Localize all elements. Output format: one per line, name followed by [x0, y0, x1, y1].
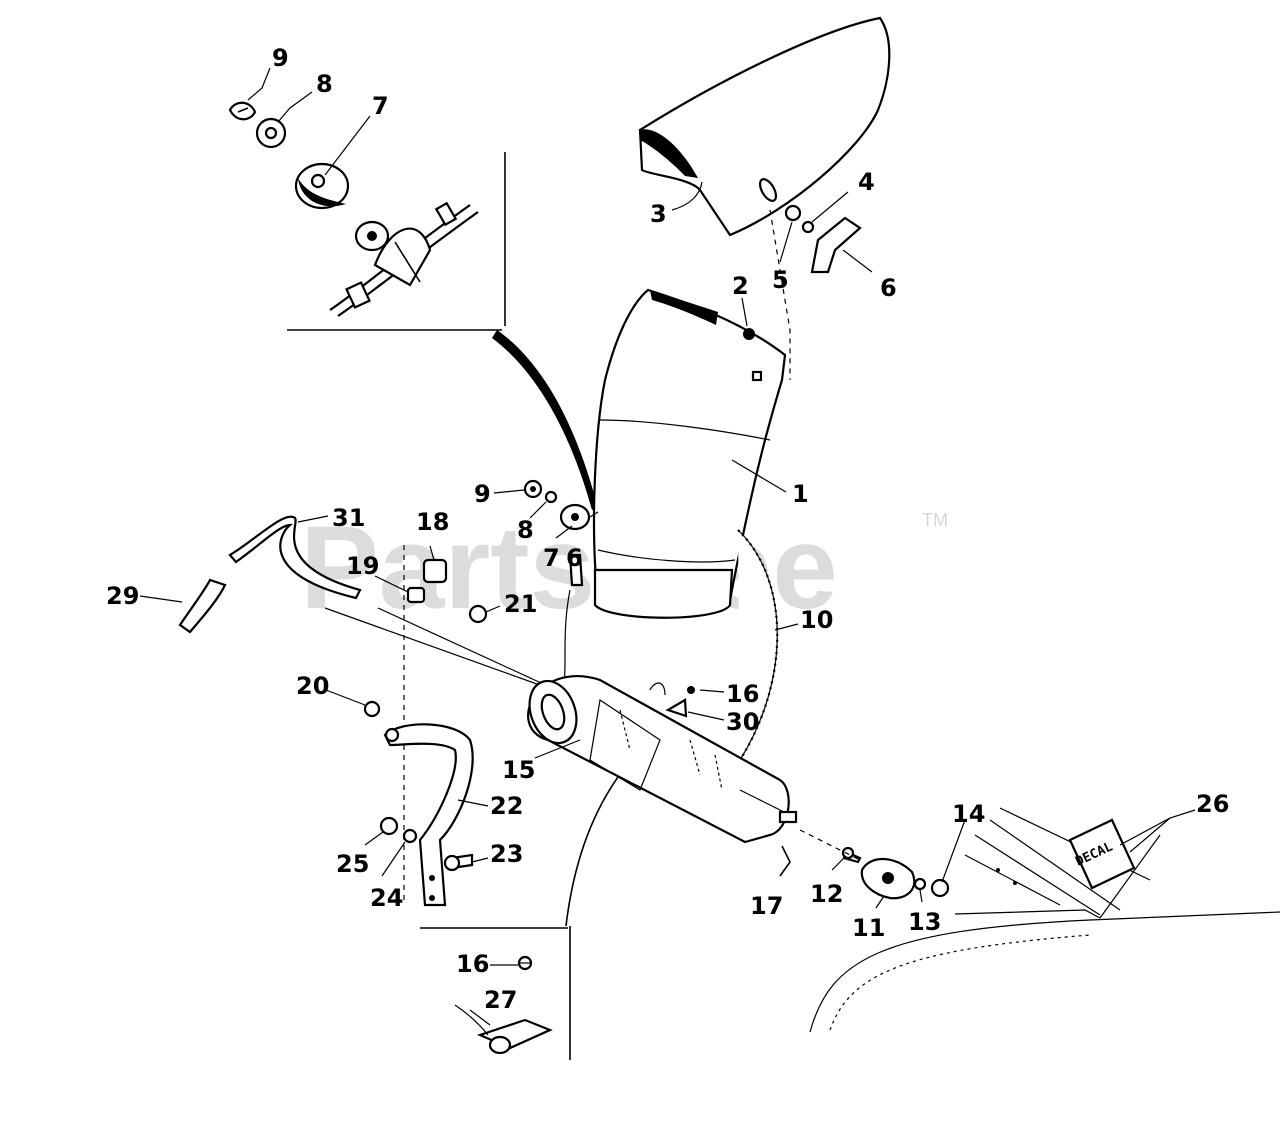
callout-31: 31: [332, 504, 365, 532]
callout-11: 11: [852, 914, 885, 942]
callout-19: 19: [346, 552, 379, 580]
callout-13: 13: [908, 908, 941, 936]
callout-6-mid: 6: [566, 544, 583, 572]
part-16-lower-screw: [517, 955, 533, 971]
part-3-deflector: [638, 16, 891, 237]
callout-7-mid: 7: [543, 544, 560, 572]
callout-labels: 9 8 7 3 4 5 6 2 1 9 8 7 6 31 18 19 21 29…: [106, 44, 1229, 1014]
callout-9-mid: 9: [474, 480, 491, 508]
part-9-top-clip: [228, 101, 257, 121]
callout-8-mid: 8: [517, 516, 534, 544]
callout-6-top: 6: [880, 274, 897, 302]
part-19-bushing: [406, 586, 426, 604]
leader-dashed-deflector: [769, 209, 791, 380]
callout-21: 21: [504, 590, 537, 618]
part-21-nut: [468, 604, 488, 624]
part-1-chute: [584, 288, 787, 619]
callout-8-top: 8: [316, 70, 333, 98]
part-22-lever: [383, 723, 474, 907]
part-6-knob: [810, 216, 862, 274]
callout-17: 17: [750, 892, 783, 920]
part-23-bolt: [443, 853, 474, 872]
callout-2: 2: [732, 272, 749, 300]
part-11-flange: [860, 857, 916, 900]
callout-4: 4: [858, 168, 875, 196]
callout-15: 15: [502, 756, 535, 784]
part-16-screw: [687, 686, 695, 694]
part-4-washer: [801, 220, 815, 234]
part-8-washer: [544, 490, 558, 504]
callout-25: 25: [336, 850, 369, 878]
part-27-cable-end: [454, 1004, 553, 1055]
callout-10: 10: [800, 606, 833, 634]
callout-26: 26: [1196, 790, 1229, 818]
callout-29: 29: [106, 582, 139, 610]
part-17-pin: [779, 845, 791, 877]
part-5-nut: [784, 204, 802, 222]
callout-16-mid: 16: [726, 680, 759, 708]
callout-22: 22: [490, 792, 523, 820]
part-9-nut: [523, 479, 543, 499]
part-30-clip: [649, 682, 688, 718]
inset-cable-detail: [329, 201, 479, 317]
callout-14: 14: [952, 800, 985, 828]
part-29-handle: [178, 578, 227, 634]
part-13-nut: [913, 877, 927, 891]
callout-1: 1: [792, 480, 809, 508]
part-31-crank-rod: [228, 515, 553, 689]
leader-lines: [139, 67, 1196, 966]
callout-23: 23: [490, 840, 523, 868]
callout-9-top: 9: [272, 44, 289, 72]
callout-12: 12: [810, 880, 843, 908]
watermark-trademark: TM: [922, 510, 948, 530]
callout-3: 3: [650, 200, 667, 228]
part-18-bracket: [422, 558, 448, 584]
part-7-pulley: [559, 503, 591, 531]
callout-24: 24: [370, 884, 403, 912]
callout-27: 27: [484, 986, 517, 1014]
decal-label: DECAL: [1068, 818, 1136, 890]
callout-30: 30: [726, 708, 759, 736]
part-20-nut: [363, 700, 381, 718]
part-24-washer: [402, 828, 418, 844]
part-7-top-pulley: [294, 162, 350, 210]
callout-5: 5: [772, 266, 789, 294]
part-8-top-washer: [255, 117, 287, 149]
part-12-bolt: [841, 846, 862, 864]
callout-7-top: 7: [372, 92, 389, 120]
part-15-tube: [527, 675, 798, 844]
callout-20: 20: [296, 672, 329, 700]
part-6-bolt: [568, 553, 584, 587]
part-14-nut: [930, 878, 950, 898]
upper-frame-corner: [287, 152, 598, 510]
part-25-nut: [379, 816, 399, 836]
callout-18: 18: [416, 508, 449, 536]
callout-16-low: 16: [456, 950, 489, 978]
leader-dashed-right: [799, 829, 861, 861]
part-2-bolt: [743, 328, 755, 340]
